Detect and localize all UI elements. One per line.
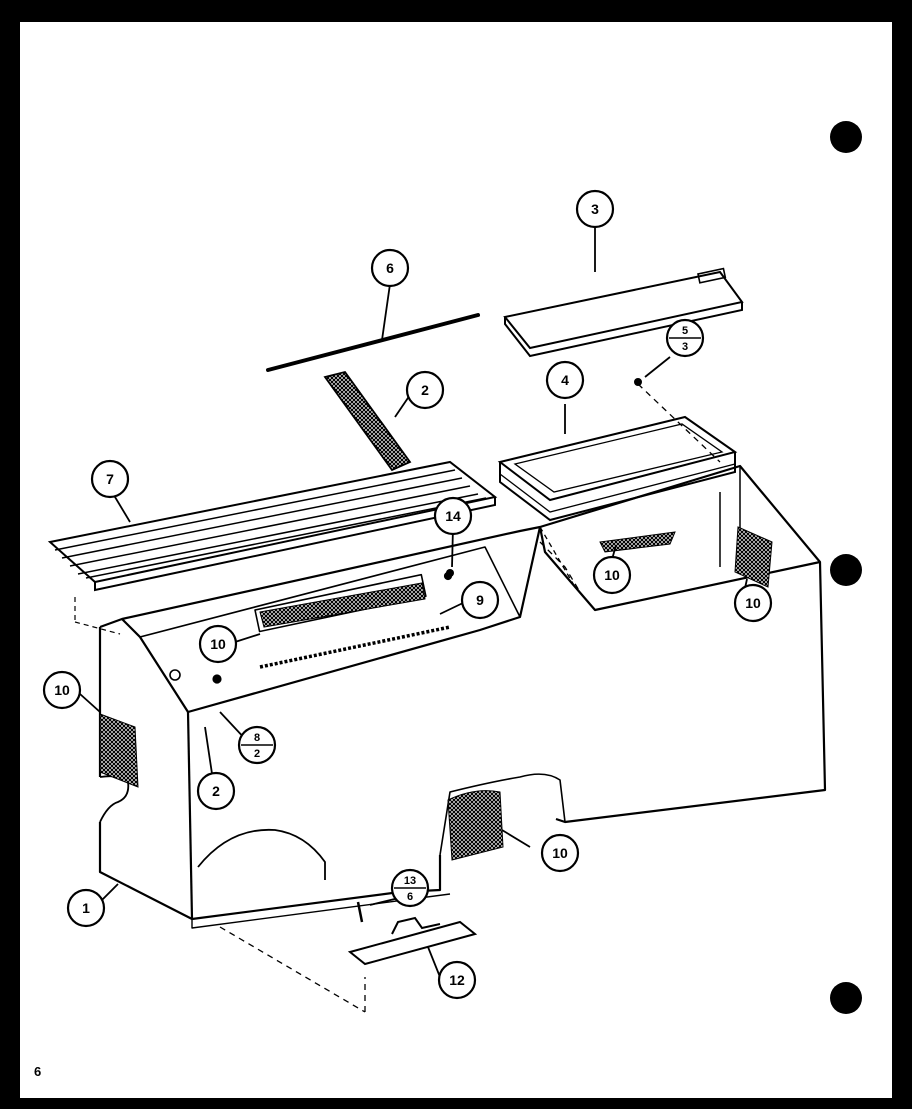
callout-10-right-label: 10: [745, 595, 761, 611]
screw-5-3: [634, 378, 642, 386]
callout-9: 9: [460, 580, 500, 620]
callout-3-label: 3: [591, 201, 599, 217]
fraction-5-3-bottom: 3: [682, 341, 688, 353]
callout-10-panel-label: 10: [210, 636, 226, 652]
callout-10-bottom: 10: [540, 833, 580, 873]
callout-2-bottom: 2: [196, 771, 236, 811]
callout-3: 3: [575, 189, 615, 229]
exploded-parts-diagram: 3 6 2 4 5 3 7: [42, 121, 862, 1014]
callout-10-bottom-label: 10: [552, 845, 568, 861]
callout-4-label: 4: [561, 372, 569, 388]
callout-2-bottom-label: 2: [212, 783, 220, 799]
callout-5-over-3: 5 3: [665, 318, 705, 358]
callout-2-top: 2: [405, 370, 445, 410]
callout-4: 4: [545, 360, 585, 400]
callout-9-label: 9: [476, 592, 484, 608]
grille-part: [47, 460, 498, 635]
fraction-8-2-bottom: 2: [254, 748, 260, 760]
assembly-lines: [219, 383, 721, 1013]
leader-lines: [79, 227, 748, 978]
diagram-sheet: 3 6 2 4 5 3 7: [20, 22, 892, 1098]
callout-13-over-6: 13 6: [390, 868, 430, 908]
callout-14: 14: [433, 496, 473, 536]
page-number: 6: [34, 1064, 42, 1079]
cabinet: [98, 464, 827, 929]
filter-mesh-group: [99, 526, 773, 861]
callout-10-center: 10: [592, 555, 632, 595]
bracket-part: [347, 901, 478, 966]
cover-part: [503, 267, 744, 358]
rod-part: [266, 313, 480, 372]
callout-14-label: 14: [445, 508, 461, 524]
callout-7-label: 7: [106, 471, 114, 487]
callout-7: 7: [90, 459, 130, 499]
callout-8-over-2: 8 2: [237, 725, 277, 765]
registration-dot-middle: [830, 554, 862, 586]
callout-10-left: 10: [42, 670, 82, 710]
fraction-13-6-bottom: 6: [407, 891, 413, 903]
callout-6: 6: [370, 248, 410, 288]
callout-10-panel: 10: [198, 624, 238, 664]
callout-12: 12: [437, 960, 477, 1000]
foam-strip-part: [323, 370, 412, 472]
fraction-13-6-top: 13: [404, 875, 416, 887]
callout-10-left-label: 10: [54, 682, 70, 698]
callout-6-label: 6: [386, 260, 394, 276]
callout-10-right: 10: [733, 583, 773, 623]
fraction-8-2-top: 8: [254, 732, 260, 744]
registration-dot-bottom: [830, 982, 862, 1014]
screw-14: [446, 569, 454, 577]
fraction-5-3-top: 5: [682, 325, 688, 337]
frame-part: [497, 415, 738, 522]
callout-1: 1: [66, 888, 106, 928]
callout-1-label: 1: [82, 900, 90, 916]
callout-12-label: 12: [449, 972, 465, 988]
callout-2-top-label: 2: [421, 382, 429, 398]
callout-10-center-label: 10: [604, 567, 620, 583]
registration-dot-top: [830, 121, 862, 153]
